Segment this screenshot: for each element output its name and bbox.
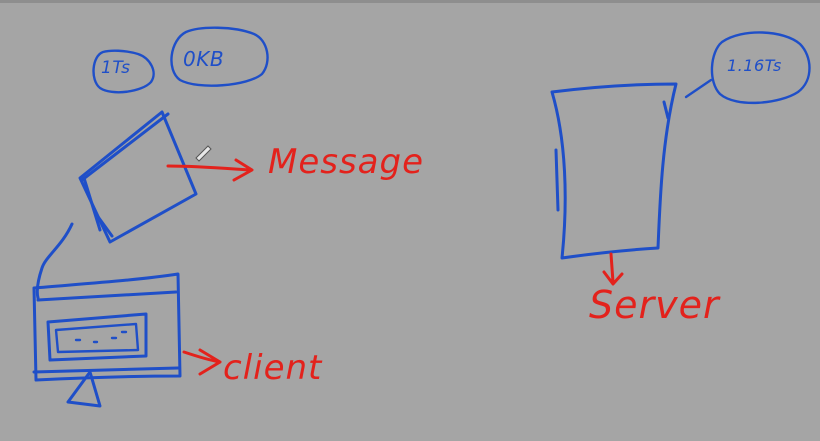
- client-screen-dots: [74, 330, 128, 344]
- client-size-label: 0KB: [183, 47, 225, 71]
- arrow-to-server: [602, 252, 624, 286]
- server-time-label: 1.16Ts: [727, 56, 782, 75]
- circle-client-time: [92, 49, 155, 94]
- circle-client-size: [170, 26, 269, 87]
- client-monitor-line: [32, 290, 180, 374]
- message-label: Message: [268, 142, 425, 182]
- circle-server-time: [710, 31, 811, 104]
- arrow-to-client: [182, 348, 222, 376]
- message-envelope-front: [80, 112, 170, 238]
- line-envelope-to-client: [35, 222, 74, 300]
- server-box-edge: [554, 100, 670, 212]
- client-time-label: 1Ts: [101, 58, 131, 78]
- server-label: Server: [589, 283, 720, 327]
- pen-cursor-icon: [195, 145, 212, 162]
- client-screen: [46, 312, 148, 362]
- client-label: client: [223, 348, 323, 388]
- client-monitor-frame: [32, 272, 182, 382]
- connector-server-time: [684, 78, 713, 99]
- client-screen-inner: [54, 322, 140, 354]
- arrow-to-message: [166, 158, 254, 182]
- client-monitor-stand: [66, 370, 102, 408]
- server-box: [550, 82, 678, 260]
- top-strip: [0, 0, 820, 3]
